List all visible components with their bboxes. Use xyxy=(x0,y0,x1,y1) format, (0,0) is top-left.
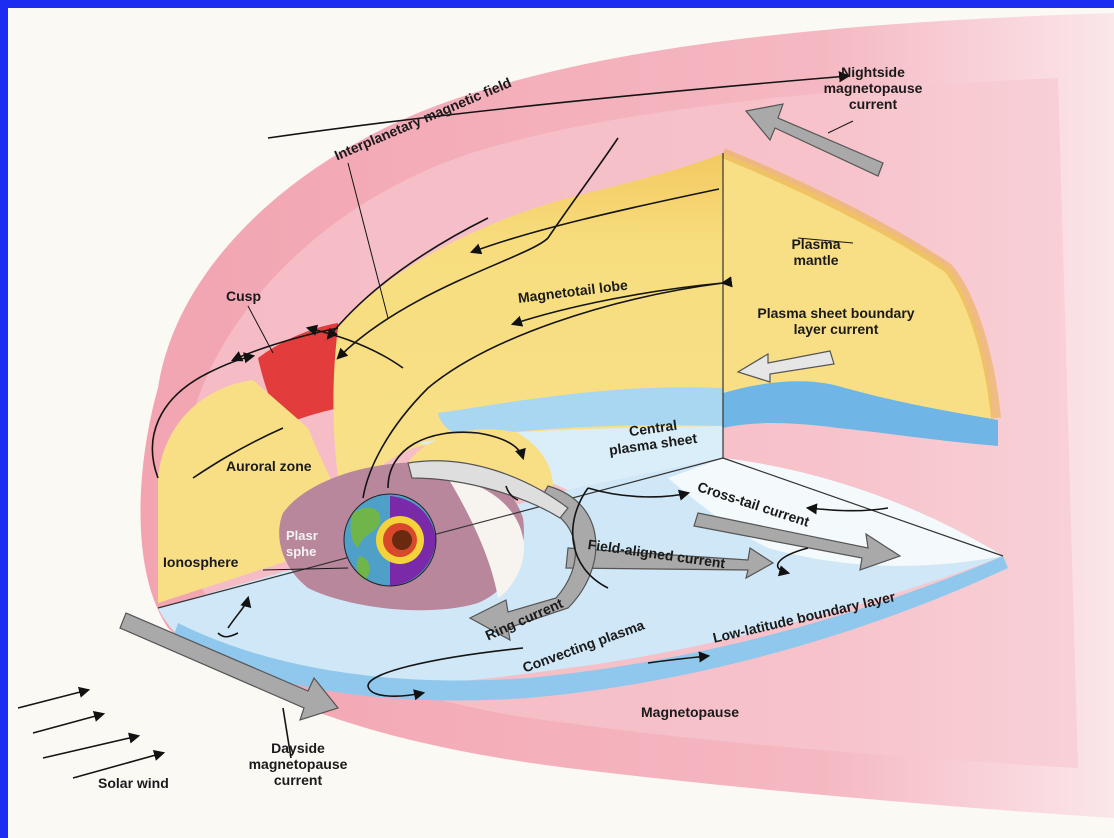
magnetosphere-diagram xyxy=(8,8,1114,838)
plasmasphere-label: Plasr sphe xyxy=(286,528,318,560)
diagram-canvas: Interplanetary magnetic field Nightside … xyxy=(8,8,1114,838)
field-aligned-current-label: Field-aligned current xyxy=(588,536,726,552)
ionosphere-label: Ionosphere xyxy=(163,554,238,570)
central-plasma-sheet-label: Central plasma sheet xyxy=(598,420,708,452)
ring-current-label: Ring current xyxy=(486,628,569,644)
earth xyxy=(344,494,436,586)
cusp-label: Cusp xyxy=(226,288,261,304)
dayside-current-label: Dayside magnetopause current xyxy=(243,740,353,788)
cross-tail-current-label: Cross-tail current xyxy=(698,478,815,494)
nightside-current-label: Nightside magnetopause current xyxy=(813,64,933,112)
plasma-mantle-label: Plasma mantle xyxy=(776,236,856,268)
imf-label: Interplanetary magnetic field xyxy=(335,148,526,164)
psbl-current-label: Plasma sheet boundary layer current xyxy=(736,305,936,337)
convecting-plasma-label: Convecting plasma xyxy=(523,660,651,676)
solar-wind-label: Solar wind xyxy=(98,775,169,791)
magnetotail-lobe-label: Magnetotail lobe xyxy=(518,290,628,306)
auroral-zone-label: Auroral zone xyxy=(226,458,312,474)
low-latitude-boundary-layer-label: Low-latitude boundary layer xyxy=(713,630,900,646)
magnetopause-label: Magnetopause xyxy=(641,704,739,720)
